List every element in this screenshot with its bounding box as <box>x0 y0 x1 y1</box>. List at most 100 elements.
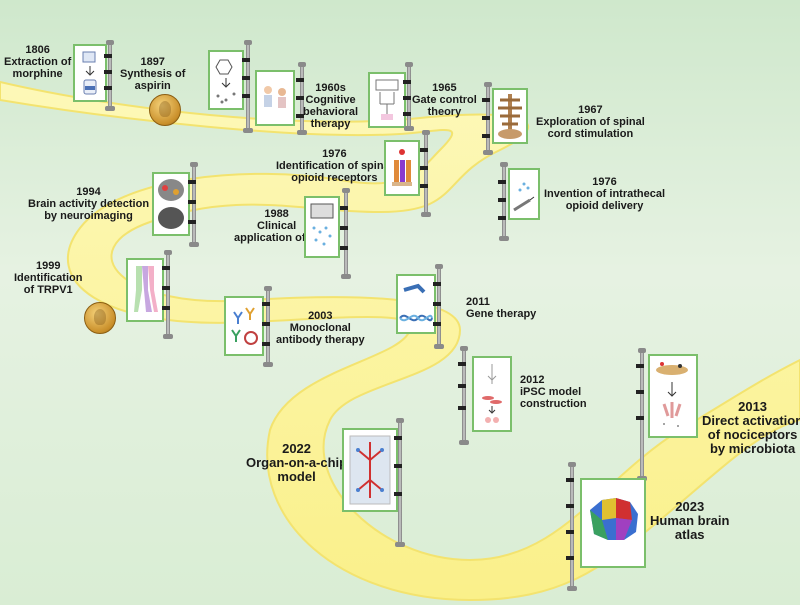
milestone-year: 2012 <box>520 374 545 386</box>
pole-rung <box>636 390 644 394</box>
pole-rung <box>104 86 112 90</box>
brain-scan-icon <box>152 172 190 236</box>
gate-circuit-icon <box>368 72 406 128</box>
pole-rung <box>636 416 644 420</box>
milestone-year: 1994 <box>76 186 101 198</box>
pole-rung <box>420 148 428 152</box>
pole-rung <box>420 166 428 170</box>
stem-cell-icon <box>472 356 512 432</box>
milestone-text: Direct activation <box>702 413 800 428</box>
pole-rung <box>636 364 644 368</box>
pole-rung <box>433 322 441 326</box>
pole-rung <box>262 322 270 326</box>
milestone-text: Identification <box>14 272 83 284</box>
pole-rung <box>296 78 304 82</box>
milestone-text: opioid delivery <box>565 200 644 212</box>
milestone-text: therapy <box>310 118 351 130</box>
pole <box>395 418 405 547</box>
milestone-2022-label: 2022 Organ-on-a-chip model <box>246 442 347 484</box>
milestone-text: by microbiota <box>709 441 796 456</box>
pole <box>637 348 647 481</box>
milestone-text: of nociceptors <box>707 427 798 442</box>
pole-rung <box>104 70 112 74</box>
milestone-1965-label: 1965 Gate control theory <box>412 82 477 118</box>
milestone-1994-label: 1994 Brain activity detection by neuroim… <box>28 186 149 222</box>
pole-rung <box>482 98 490 102</box>
milestone-text: of TRPV1 <box>23 284 73 296</box>
pole-rung <box>458 362 466 366</box>
pole-rung <box>498 216 506 220</box>
pole-rung <box>482 134 490 138</box>
pole-rung <box>296 114 304 118</box>
milestone-text: cord stimulation <box>547 128 634 140</box>
milestone-2013-label: 2013 Direct activation of nociceptors by… <box>702 400 800 456</box>
pole <box>105 40 115 111</box>
pole <box>263 286 273 367</box>
milestone-text: iPSC model <box>520 386 582 398</box>
organ-chip-icon <box>342 428 398 512</box>
opioid-receptor-icon <box>384 140 420 196</box>
pole-rung <box>566 504 574 508</box>
syringe-icon <box>508 168 540 220</box>
milestone-text: model <box>277 469 316 484</box>
dna-helix-icon <box>396 274 436 334</box>
pole-rung <box>162 286 170 290</box>
milestone-year: 1960s <box>315 82 346 94</box>
milestone-text: antibody therapy <box>276 334 365 346</box>
milestone-1806-label: 1806 Extraction of morphine <box>4 44 71 80</box>
milestone-2003-label: 2003 Monoclonal antibody therapy <box>276 310 365 346</box>
milestone-text: Organ-on-a-chip <box>246 455 348 470</box>
brain-atlas-icon <box>580 478 646 568</box>
pole <box>163 250 173 339</box>
pole <box>189 162 199 247</box>
milestone-text: Invention of intrathecal <box>544 188 666 200</box>
pole-rung <box>433 302 441 306</box>
pole-rung <box>458 406 466 410</box>
pole <box>499 162 509 241</box>
nobel-medal-icon <box>84 302 116 334</box>
milestone-year: 1965 <box>432 82 457 94</box>
pole-rung <box>433 282 441 286</box>
spine-stimulator-icon <box>492 88 528 144</box>
pole-rung <box>394 464 402 468</box>
pole <box>243 40 253 133</box>
milestone-year: 2013 <box>738 399 768 414</box>
milestone-2012-label: 2012 iPSC model construction <box>520 374 587 410</box>
milestone-year: 1988 <box>264 208 289 220</box>
pole-rung <box>262 302 270 306</box>
milestone-text: Cognitive <box>305 94 356 106</box>
ai-screen-icon <box>304 196 340 258</box>
milestone-year: 1897 <box>140 56 165 68</box>
milestone-text: Synthesis of <box>120 68 186 80</box>
milestone-1897-label: 1897 Synthesis of aspirin <box>120 56 185 92</box>
pole-rung <box>188 220 196 224</box>
pole-rung <box>340 246 348 250</box>
milestone-text: Gate control <box>412 94 477 106</box>
pole-rung <box>262 342 270 346</box>
antibody-icon <box>224 296 264 356</box>
milestone-year: 2023 <box>675 499 705 514</box>
pole-rung <box>242 76 250 80</box>
pole-rung <box>296 96 304 100</box>
pole-rung <box>188 180 196 184</box>
milestone-1967-label: 1967 Exploration of spinal cord stimulat… <box>536 104 645 140</box>
milestone-year: 2003 <box>308 310 333 322</box>
pole <box>434 264 444 349</box>
milestone-year: 1976 <box>322 148 347 160</box>
milestone-1988-label: 1988 Clinical application of AI <box>234 208 319 244</box>
milestone-2011-label: 2011 Gene therapy <box>466 296 536 320</box>
milestone-text: construction <box>520 398 587 410</box>
pole-rung <box>566 556 574 560</box>
milestone-1999-label: 1999 Identification of TRPV1 <box>14 260 82 296</box>
milestone-year: 1999 <box>35 260 61 272</box>
milestone-text: Monoclonal <box>289 322 351 334</box>
pole-rung <box>458 384 466 388</box>
milestone-text: Brain activity detection <box>28 198 150 210</box>
pole-rung <box>394 436 402 440</box>
pole-rung <box>188 200 196 204</box>
pole-rung <box>498 180 506 184</box>
pole-rung <box>566 478 574 482</box>
pole-rung <box>340 226 348 230</box>
milestone-text: Clinical <box>257 220 297 232</box>
milestone-text: behavioral <box>303 106 359 118</box>
